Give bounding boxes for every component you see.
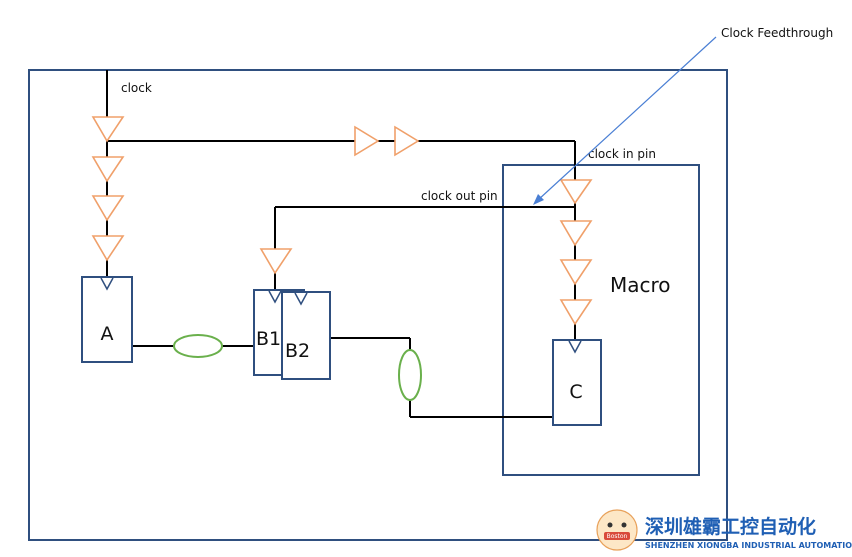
watermark-company-en: SHENZHEN XIONGBA INDUSTRIAL AUTOMATION — [645, 541, 852, 550]
logic-cloud — [173, 334, 223, 358]
buffer-triangle — [91, 235, 125, 262]
macro-boundary — [502, 164, 700, 476]
feedthrough-arrow — [533, 36, 717, 205]
flop-a: A — [81, 276, 133, 363]
buffer-triangle — [559, 259, 593, 286]
buffer-triangle — [559, 179, 593, 205]
clock-label: clock — [121, 81, 152, 95]
clock-feedthrough-label: Clock Feedthrough — [721, 26, 833, 40]
flop-b2-label: B2 — [285, 340, 310, 362]
buffer-triangle — [259, 248, 293, 275]
watermark-logo: Boston — [596, 509, 638, 551]
logic-cloud — [398, 349, 422, 401]
watermark-company-cn: 深圳雄霸工控自动化 — [645, 515, 816, 538]
buffer-triangle — [91, 116, 125, 143]
flop-b2: B2 — [281, 291, 331, 380]
buffer-triangle — [91, 156, 125, 183]
watermark: Boston 深圳雄霸工控自动化 SHENZHEN XIONGBA INDUST… — [596, 509, 852, 551]
flop-b1-label: B1 — [256, 328, 281, 350]
chip-boundary — [28, 69, 728, 541]
clock-out-pin-label: clock out pin — [421, 189, 498, 203]
clock-in-pin-label: clock in pin — [588, 147, 656, 161]
clock-buffers — [91, 116, 593, 326]
buffer-triangle — [91, 195, 125, 222]
flop-c-label: C — [569, 381, 582, 403]
buffer-triangle — [394, 125, 420, 157]
flop-a-label: A — [101, 323, 114, 345]
buffer-triangle — [559, 220, 593, 247]
clock-wires — [106, 70, 576, 418]
flop-c: C — [552, 339, 602, 426]
watermark-logo-text: Boston — [607, 533, 628, 540]
macro-label: Macro — [610, 273, 671, 297]
buffer-triangle — [354, 125, 380, 157]
buffer-triangle — [559, 299, 593, 326]
